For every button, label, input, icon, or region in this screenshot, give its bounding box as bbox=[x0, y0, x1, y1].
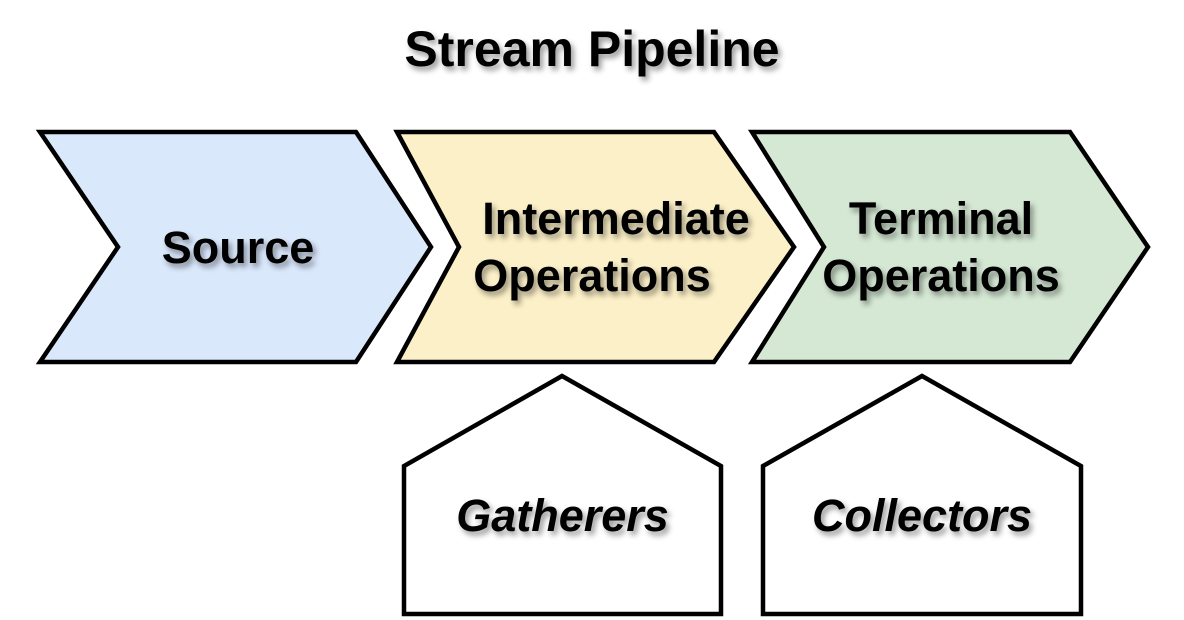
collectors-house-shape bbox=[760, 373, 1084, 617]
diagram-title: Stream Pipeline bbox=[404, 21, 780, 77]
callout-collectors-text: Collectors bbox=[811, 490, 1033, 541]
callout-gatherers-text: Gatherers bbox=[456, 490, 669, 541]
terminal-operations-chevron-shape bbox=[747, 129, 1151, 365]
callout-label-gatherers: Gatherers bbox=[404, 481, 721, 551]
stage-label-terminal-line1: Terminal bbox=[848, 193, 1034, 244]
stage-label-source-text: Source bbox=[161, 221, 315, 273]
stage-label-terminal-operations: Terminal Operations bbox=[784, 132, 1098, 362]
stage-label-intermediate-operations: Intermediate Operations bbox=[444, 132, 764, 362]
stage-label-source: Source bbox=[118, 132, 358, 362]
intermediate-operations-chevron-shape bbox=[393, 129, 797, 365]
gatherers-house-shape bbox=[401, 373, 724, 617]
stage-label-terminal-line2: Operations bbox=[822, 250, 1060, 301]
stage-label-intermediate-line1: Intermediate bbox=[482, 193, 750, 244]
source-chevron-shape bbox=[35, 129, 434, 365]
callout-label-collectors: Collectors bbox=[763, 481, 1081, 551]
stage-label-intermediate-line2: Operations bbox=[473, 250, 711, 301]
